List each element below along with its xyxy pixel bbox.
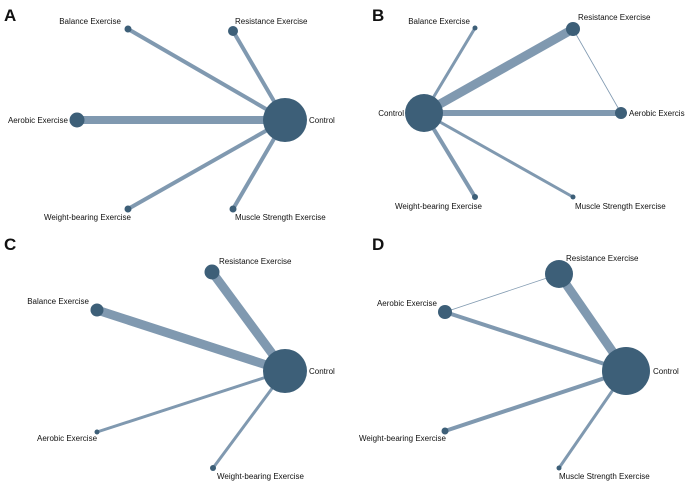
- node-balance: [472, 25, 478, 31]
- node-control: [405, 94, 443, 132]
- node-muscle: [229, 205, 237, 213]
- node-control: [263, 98, 307, 142]
- node-label-balance: Balance Exercise: [27, 297, 89, 306]
- node-label-weight: Weight-bearing Exercise: [395, 202, 483, 211]
- node-weight: [441, 427, 449, 435]
- node-aerobic: [94, 429, 100, 435]
- panel-b: B Balance Exercise Resistance ExerciseCont…: [372, 6, 685, 211]
- node-label-resistance: Resistance Exercise: [578, 13, 651, 22]
- edge-control-muscle: [423, 111, 574, 199]
- node-balance: [90, 303, 104, 317]
- node-label-control: Control: [309, 367, 335, 376]
- panel-b-letter: B: [372, 6, 384, 25]
- node-label-aerobic: Aerobic Exercise: [377, 299, 438, 308]
- node-control: [602, 347, 650, 395]
- node-resistance: [228, 26, 238, 36]
- edge-resistance-aerobic: [572, 28, 622, 114]
- node-aerobic: [615, 107, 627, 119]
- node-muscle: [570, 194, 576, 200]
- node-label-weight: Weight-bearing Exercise: [44, 213, 132, 222]
- node-control: [263, 349, 307, 393]
- edge-control-balance: [126, 27, 287, 122]
- node-label-control: Control: [309, 116, 335, 125]
- node-label-weight: Weight-bearing Exercise: [359, 434, 447, 443]
- node-label-resistance: Resistance Exercise: [235, 17, 308, 26]
- edge-aerobic-resistance: [444, 273, 560, 313]
- node-aerobic: [69, 112, 85, 128]
- node-label-weight: Weight-bearing Exercise: [217, 472, 305, 481]
- node-aerobic: [438, 305, 452, 319]
- panel-d-letter: D: [372, 235, 384, 254]
- node-label-balance: Balance Exercise: [59, 17, 121, 26]
- node-label-balance: Balance Exercise: [408, 17, 470, 26]
- edge-control-aerobic: [96, 369, 286, 434]
- node-muscle: [556, 465, 562, 471]
- node-label-resistance: Resistance Exercise: [566, 254, 639, 263]
- edge-control-weight: [127, 118, 286, 211]
- edge-control-balance: [95, 305, 287, 376]
- node-label-aerobic: Aerobic Exercise: [629, 109, 685, 118]
- node-label-muscle: Muscle Strength Exercise: [235, 213, 326, 222]
- node-label-muscle: Muscle Strength Exercise: [575, 202, 666, 211]
- edge-control-weight: [444, 369, 627, 433]
- node-label-resistance: Resistance Exercise: [219, 257, 292, 266]
- node-label-muscle: Muscle Strength Exercise: [559, 472, 650, 481]
- node-weight: [124, 205, 132, 213]
- node-resistance: [566, 22, 580, 36]
- node-resistance: [545, 260, 573, 288]
- edge-control-resistance: [421, 25, 576, 117]
- node-weight: [210, 465, 216, 471]
- node-balance: [124, 25, 132, 33]
- panel-a: A Balance Exercise Resistance ExerciseAero…: [4, 6, 335, 222]
- node-label-aerobic: Aerobic Exercise: [8, 116, 69, 125]
- node-label-control: Control: [653, 367, 679, 376]
- node-label-control: Control: [378, 109, 404, 118]
- edge-control-aerobic: [444, 310, 627, 373]
- node-resistance: [204, 264, 220, 280]
- panel-a-letter: A: [4, 6, 16, 25]
- node-label-aerobic: Aerobic Exercise: [37, 434, 98, 443]
- panel-c-letter: C: [4, 235, 16, 254]
- node-weight: [472, 194, 478, 200]
